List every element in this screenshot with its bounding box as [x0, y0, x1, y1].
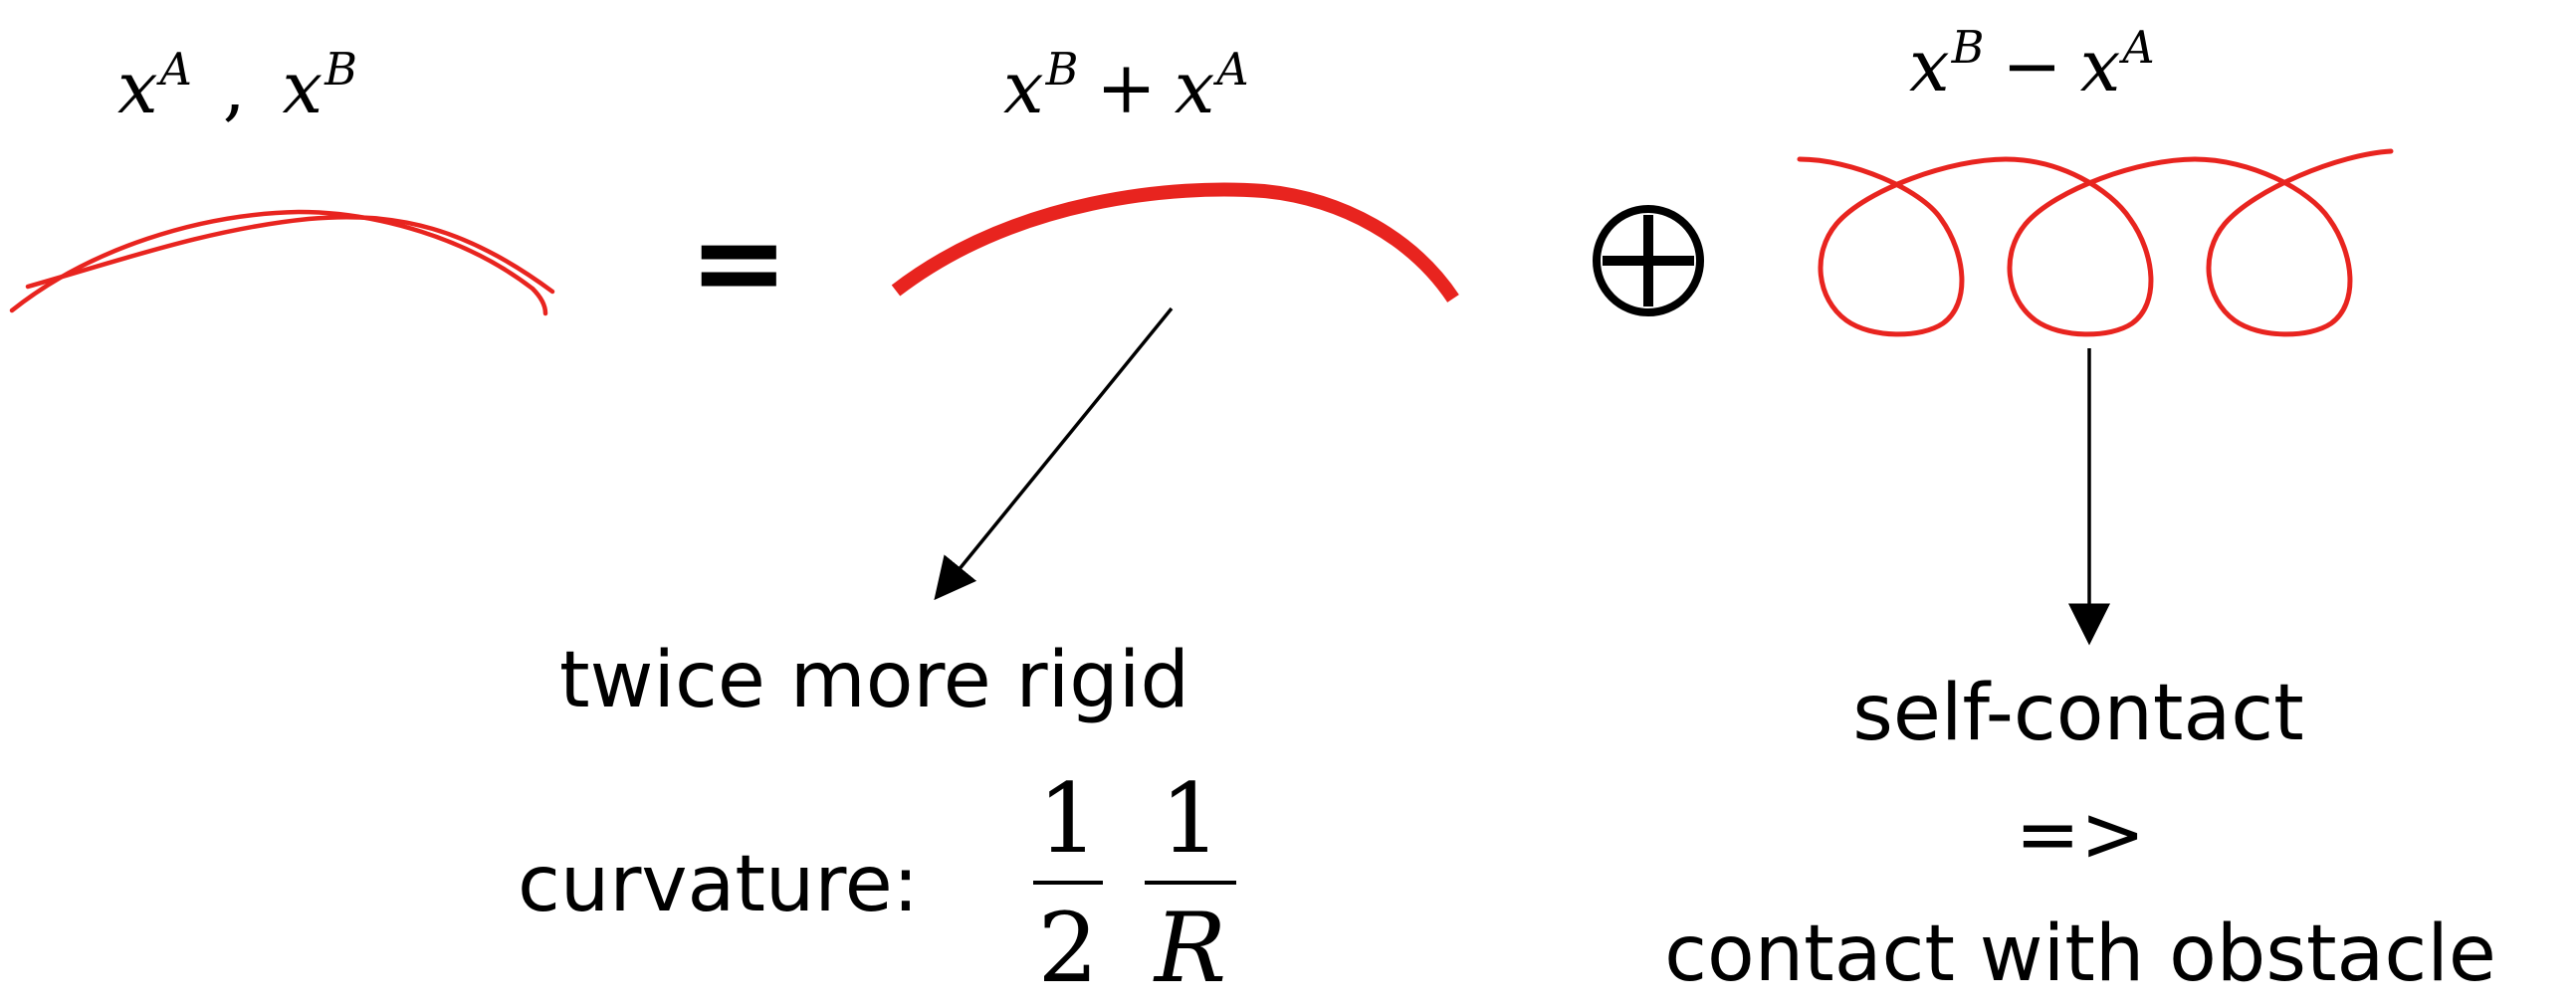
pair-sep: ,: [223, 46, 246, 129]
diff-op: −: [2002, 24, 2061, 107]
diff-b-base: x: [2080, 24, 2121, 107]
fraction-one-half: 1 2: [1033, 771, 1103, 996]
equals-sign: =: [689, 204, 789, 323]
sum-a-sup: B: [1046, 44, 1079, 96]
obstacle-text: contact with obstacle: [1664, 915, 2496, 993]
label-strand-pair: xA , xB: [117, 52, 357, 123]
implies-text: =>: [2016, 796, 2146, 874]
x2-sup: B: [324, 44, 357, 96]
sum-b-sup: A: [1216, 44, 1248, 96]
diff-b-sup: A: [2122, 22, 2154, 74]
arrow-down-left-icon: [941, 308, 1172, 592]
rigid-text: twice more rigid: [559, 642, 1189, 719]
frac2-bar: [1145, 881, 1236, 885]
frac2-numerator: 1: [1145, 771, 1236, 867]
coiled-loops-icon: [1800, 151, 2391, 334]
sum-b-base: x: [1175, 46, 1215, 129]
frac1-bar: [1033, 881, 1103, 885]
x2-base: x: [283, 46, 323, 129]
label-sum: xB+xA: [1003, 52, 1249, 123]
oplus-icon: [1597, 209, 1700, 312]
two-strand-curve-icon: [12, 212, 552, 313]
diff-a-sup: B: [1952, 22, 1985, 74]
x1-sup: A: [160, 44, 192, 96]
label-difference: xB−xA: [1909, 30, 2155, 101]
sum-op: +: [1096, 46, 1156, 129]
curvature-label: curvature:: [518, 846, 919, 923]
sum-a-base: x: [1003, 46, 1044, 129]
diff-a-base: x: [1909, 24, 1950, 107]
x1-base: x: [117, 46, 158, 129]
frac1-denominator: 2: [1033, 901, 1103, 996]
thick-arc-icon: [896, 190, 1453, 299]
frac2-denominator: R: [1145, 901, 1236, 996]
fraction-one-over-r: 1 R: [1145, 771, 1236, 996]
self-contact-text: self-contact: [1852, 675, 2304, 752]
frac1-numerator: 1: [1033, 771, 1103, 867]
